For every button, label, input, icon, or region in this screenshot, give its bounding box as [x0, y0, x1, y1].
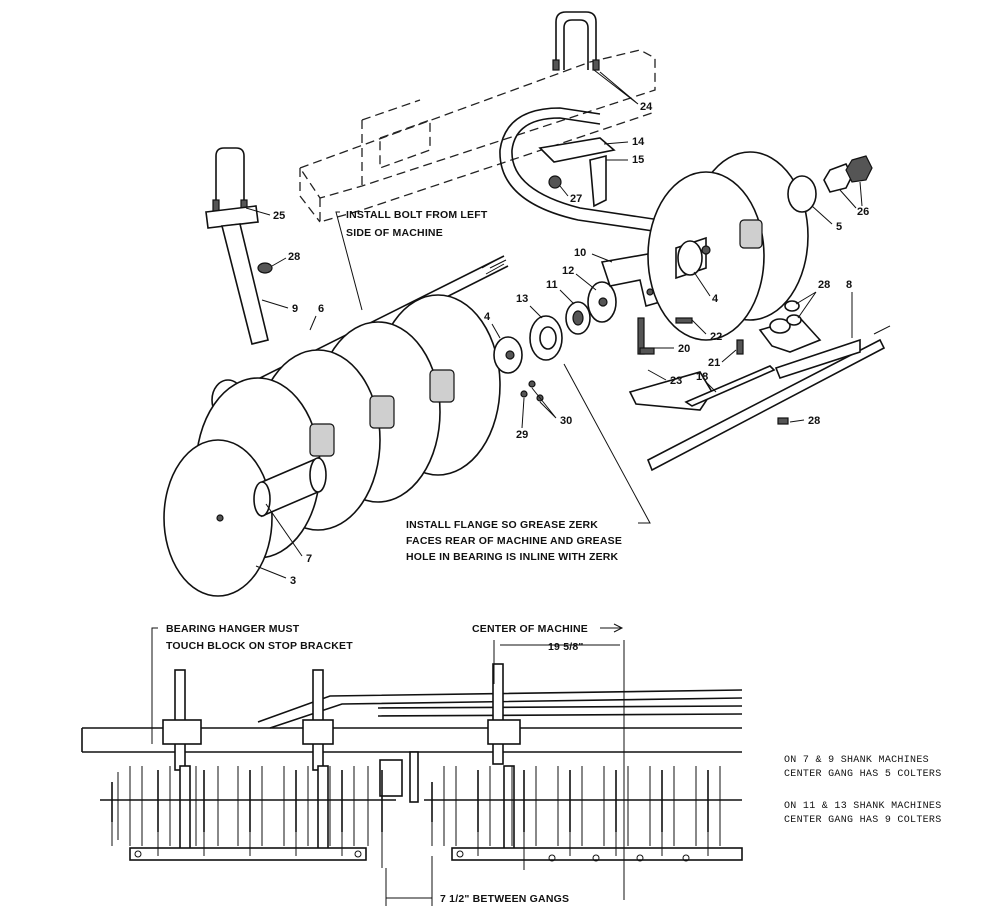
note-install-bolt-line-2: SIDE OF MACHINE — [346, 227, 443, 239]
callout-28-lower: 28 — [808, 415, 820, 427]
callout-22: 22 — [710, 331, 722, 343]
shank-note-1-line-2: CENTER GANG HAS 5 COLTERS — [784, 769, 942, 780]
callout-29: 29 — [516, 429, 528, 441]
callout-27: 27 — [570, 193, 582, 205]
callout-11: 11 — [546, 279, 558, 291]
left-gang-colters — [100, 766, 396, 861]
callout-15: 15 — [632, 154, 644, 166]
u-bolt-24 — [552, 11, 600, 71]
callout-3: 3 — [290, 575, 296, 587]
note-flange-line-3: HOLE IN BEARING IS INLINE WITH ZERK — [406, 551, 619, 563]
callout-28-upper-right: 28 — [818, 279, 830, 291]
callout-7: 7 — [306, 553, 312, 565]
note-bearing-hanger-line-1: BEARING HANGER MUST — [166, 623, 300, 635]
shank-note-2-line-2: CENTER GANG HAS 9 COLTERS — [784, 815, 942, 826]
colter-spikes — [111, 822, 709, 870]
between-gangs-dimension: 7 1/2" BETWEEN GANGS — [385, 856, 569, 906]
callout-23: 23 — [670, 375, 682, 387]
callout-28-upper-left: 28 — [288, 251, 300, 263]
callout-24: 24 — [640, 101, 653, 113]
part-callouts: 24 14 15 27 26 25 5 28 10 12 11 13 4 — [245, 69, 869, 587]
callout-5: 5 — [836, 221, 842, 233]
callout-18: 18 — [696, 371, 708, 383]
colter-discs-left — [163, 294, 523, 597]
callout-9: 9 — [292, 303, 298, 315]
shank-note-2-line-1: ON 11 & 13 SHANK MACHINES — [784, 801, 942, 812]
note-flange-line-2: FACES REAR OF MACHINE AND GREASE — [406, 535, 622, 547]
callout-12: 12 — [562, 265, 574, 277]
label-19-5-8-dimension: 19 5/8" — [548, 641, 584, 653]
stop-bracket-assembly — [628, 300, 891, 472]
callout-21: 21 — [708, 357, 720, 369]
callout-6: 6 — [318, 303, 324, 315]
rear-elevation-view: CENTER OF MACHINE 19 5/8" BEARING HANGER… — [81, 623, 942, 906]
note-install-flange: INSTALL FLANGE SO GREASE ZERK FACES REAR… — [406, 363, 651, 563]
shank-machine-notes: ON 7 & 9 SHANK MACHINES CENTER GANG HAS … — [784, 755, 942, 826]
callout-4-right: 4 — [712, 293, 719, 305]
shank-note-1-line-1: ON 7 & 9 SHANK MACHINES — [784, 755, 929, 766]
u-bolt-25 — [212, 147, 248, 213]
note-bearing-hanger: BEARING HANGER MUST TOUCH BLOCK ON STOP … — [151, 623, 353, 744]
callout-10: 10 — [574, 247, 586, 259]
callout-30: 30 — [560, 415, 572, 427]
shank-clamp-14 — [499, 107, 661, 233]
toolbar-phantom — [299, 49, 656, 223]
callout-26: 26 — [857, 206, 869, 218]
exploded-view: 24 14 15 27 26 25 5 28 10 12 11 13 4 — [163, 11, 891, 597]
label-between-gangs: 7 1/2" BETWEEN GANGS — [440, 893, 569, 905]
callout-25: 25 — [273, 210, 285, 222]
callout-14: 14 — [632, 136, 645, 148]
right-gang-colters — [424, 766, 743, 862]
hanger-9 — [205, 205, 273, 345]
callout-13: 13 — [516, 293, 528, 305]
bearing-flange — [520, 281, 617, 402]
callout-8: 8 — [846, 279, 852, 291]
hangers — [162, 663, 521, 855]
callout-20: 20 — [678, 343, 690, 355]
center-dimension: CENTER OF MACHINE 19 5/8" — [472, 623, 625, 900]
colter-discs-right — [647, 151, 873, 341]
label-center-of-machine: CENTER OF MACHINE — [472, 623, 588, 635]
note-install-bolt-line-1: INSTALL BOLT FROM LEFT — [346, 209, 488, 221]
note-install-bolt: INSTALL BOLT FROM LEFT SIDE OF MACHINE — [335, 209, 488, 311]
callout-4-left: 4 — [484, 311, 491, 323]
note-bearing-hanger-line-2: TOUCH BLOCK ON STOP BRACKET — [166, 640, 353, 652]
note-flange-line-1: INSTALL FLANGE SO GREASE ZERK — [406, 519, 598, 531]
